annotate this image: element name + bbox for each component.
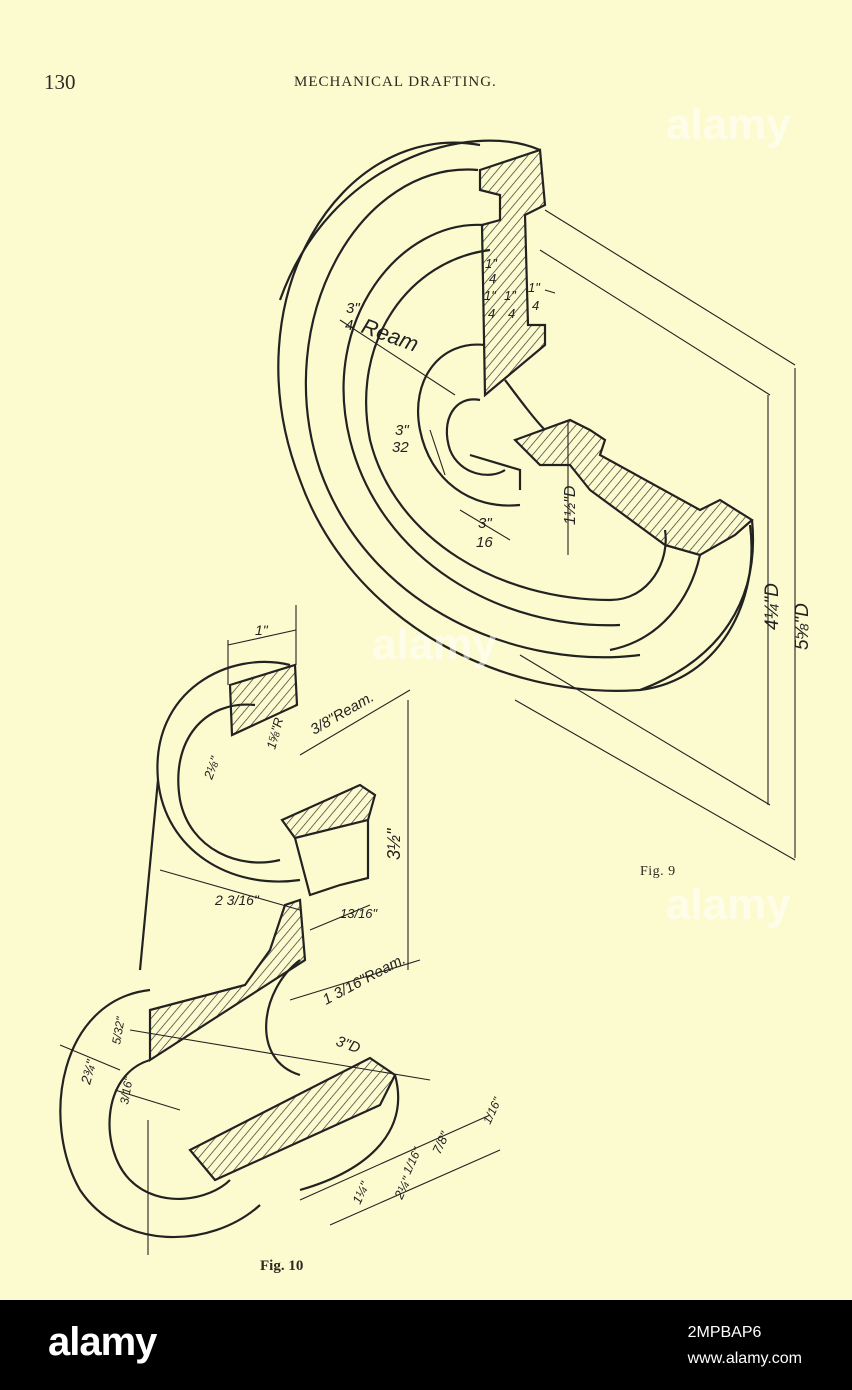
dim-f-num: 3" <box>478 515 492 532</box>
dim-side-a: 2¾" <box>77 1057 99 1087</box>
dim-d-den: 4 <box>532 298 539 313</box>
dim-side-c: 3/16" <box>117 1075 136 1105</box>
dim-side-b: 5/32" <box>109 1015 128 1045</box>
dim-base-d: 3"D <box>334 1033 363 1057</box>
dim-outer-dia: 5⅝"D <box>792 603 813 650</box>
dim-inner-dia: 4¼"D <box>762 583 783 630</box>
fig9-caption: Fig. 9 <box>640 864 676 879</box>
dim-bottom-c: 1/16" <box>400 1145 425 1177</box>
dim-top-width: 1" <box>255 622 269 638</box>
footer-image-id: 2MPBAP6 <box>687 1324 762 1341</box>
dim-bottom-b: 7/8" <box>429 1128 453 1156</box>
fig9-drawing <box>277 139 796 861</box>
fig10-caption: Fig. 10 <box>260 1258 304 1274</box>
dim-d-num: 1" <box>528 280 541 295</box>
dim-height: 3½" <box>384 827 404 860</box>
technical-drawing: 3" 4 Ream 1" 4 1" 4 1" 4 1" 4 3" 32 3" 1… <box>59 139 813 1255</box>
page-number: 130 <box>44 70 76 94</box>
footer-url: www.alamy.com <box>687 1350 802 1367</box>
dim-c-num: 1" <box>504 288 517 303</box>
dim-radius: 1⅝"R <box>263 716 286 751</box>
dim-bottom-a: 1/16" <box>480 1095 505 1127</box>
dim-a-num: 1" <box>485 256 498 271</box>
footer-image-info: 2MPBAP6 www.alamy.com <box>688 1320 802 1372</box>
dim-upper-ream: 3/8"Ream. <box>308 689 377 739</box>
running-head: MECHANICAL DRAFTING. <box>294 74 497 90</box>
dim-width-a: 2 3/16" <box>214 892 260 908</box>
footer-bar: alamy 2MPBAP6 www.alamy.com <box>0 1300 852 1390</box>
dim-a-den: 4 <box>489 271 496 286</box>
dim-b-num: 1" <box>484 288 497 303</box>
footer-logo: alamy <box>48 1320 157 1364</box>
dim-inner-d: 2⅛" <box>200 753 223 782</box>
dim-bottom-d: 1¼" <box>349 1178 373 1206</box>
dim-bottom-e: 2¼" <box>391 1173 415 1202</box>
dim-b-den: 4 <box>488 306 495 321</box>
book-page: 130 MECHANICAL DRAFTING. <box>44 70 813 1274</box>
dim-g: 1½"D <box>562 485 579 525</box>
dim-ream-label: Ream <box>358 313 422 357</box>
fig10-drawing <box>59 605 501 1255</box>
dim-e-num: 3" <box>395 422 409 439</box>
dim-c-den: 4 <box>508 306 515 321</box>
dim-ream-num: 3" <box>346 300 360 317</box>
dim-e-den: 32 <box>392 439 409 456</box>
dim-ream-den: 4 <box>345 317 353 334</box>
dim-width-b: 13/16" <box>340 906 379 921</box>
dim-lower-ream: 1 3/16"Ream. <box>320 951 409 1009</box>
dim-f-den: 16 <box>476 534 493 551</box>
